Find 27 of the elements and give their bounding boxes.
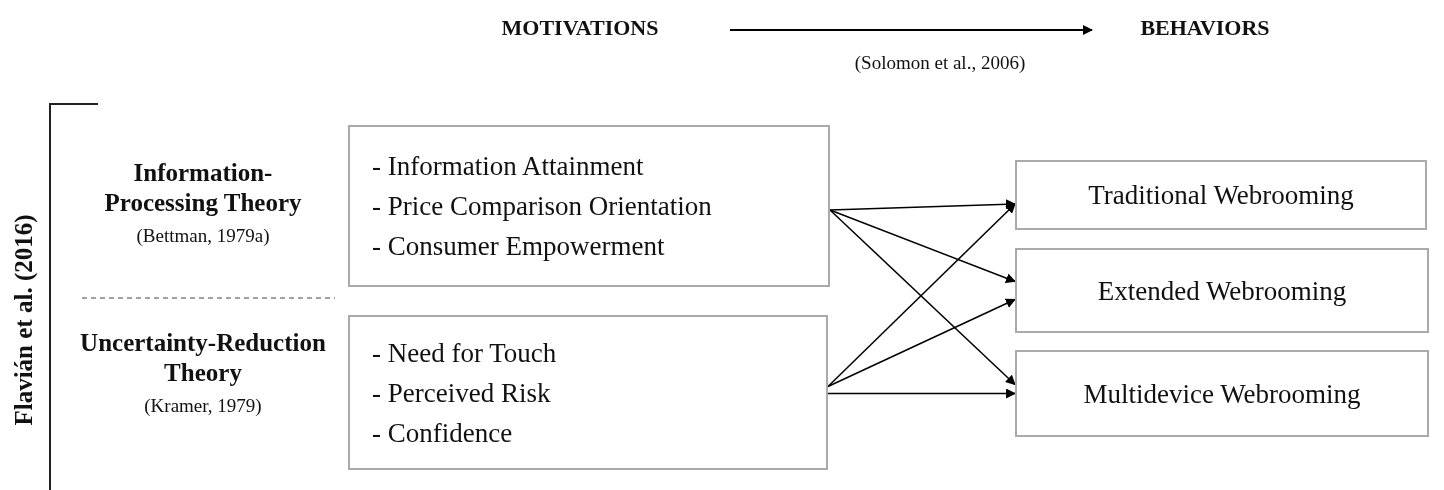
outcome-box	[1015, 248, 1429, 333]
box-label: Traditional Webrooming	[1088, 179, 1354, 212]
arrow	[827, 388, 1016, 399]
list-item: - Information Attainment	[372, 150, 645, 183]
box-label: Multidevice Webrooming	[1083, 377, 1361, 411]
list-box	[348, 125, 830, 287]
outcome-box	[1015, 160, 1427, 230]
list-item: - Perceived Risk	[372, 376, 552, 410]
edge-label: (Solomon et al., 2006)	[854, 52, 1026, 74]
citation-text: (Bettman, 1979a)	[136, 224, 270, 248]
list-item: - Price Comparison Orientation	[372, 190, 713, 223]
heading-text: BEHAVIORS	[1100, 10, 1310, 46]
arrow	[729, 25, 1093, 35]
theory-heading: Uncertainty-Reduction Theory	[79, 328, 327, 388]
list-item: - Need for Touch	[372, 336, 558, 370]
arrow	[827, 298, 1016, 388]
heading-text: MOTIVATIONS	[460, 10, 700, 46]
outcome-box	[1015, 350, 1429, 437]
list-box	[348, 315, 828, 470]
citation-text: (Kramer, 1979)	[144, 394, 262, 418]
theory-heading: Information-Processing Theory	[103, 158, 303, 218]
arrow	[829, 199, 1016, 211]
box-label: Extended Webrooming	[1097, 274, 1347, 308]
arrow	[829, 209, 1016, 283]
list-item: - Consumer Empowerment	[372, 230, 666, 263]
vertical-label: Flavián et al. (2016)	[10, 214, 38, 426]
list-item: - Confidence	[372, 416, 514, 450]
